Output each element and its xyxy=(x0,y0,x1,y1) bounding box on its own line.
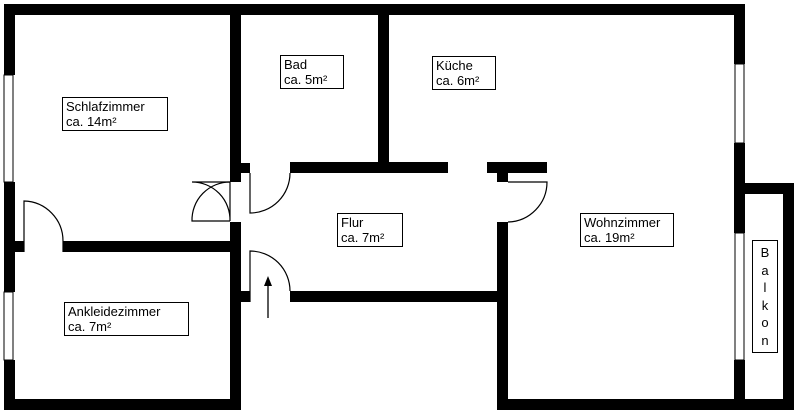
room-name: Küche xyxy=(436,58,473,73)
room-area: ca. 7m² xyxy=(68,319,112,334)
wall-left-lower xyxy=(4,360,15,410)
door-wohnzimmer xyxy=(507,181,548,223)
wall-balcony-top xyxy=(734,183,794,194)
window-schlafzimmer xyxy=(3,74,14,183)
wall-left-upper xyxy=(4,4,15,75)
room-name: Wohnzimmer xyxy=(584,215,661,230)
balcony-letter: B xyxy=(760,245,770,260)
room-name: Ankleidezimmer xyxy=(68,304,161,319)
balcony-letter: l xyxy=(763,280,767,295)
wall-left-mid xyxy=(4,182,15,292)
room-label-bad: Bad ca. 5m² xyxy=(280,55,344,89)
wall-schlafzimmer-ankleide xyxy=(4,241,24,252)
room-label-ankleidezimmer: Ankleidezimmer ca. 7m² xyxy=(64,302,189,336)
wall-flur-left xyxy=(230,222,241,410)
wall-bad-bottom xyxy=(290,162,448,173)
wall-wohnzimmer-left xyxy=(497,222,508,410)
wall-balcony-right xyxy=(783,183,794,410)
window-ankleide xyxy=(3,291,14,361)
wall-stub-bad xyxy=(230,163,250,173)
room-area: ca. 5m² xyxy=(284,72,328,87)
room-name: Schlafzimmer xyxy=(66,99,145,114)
room-area: ca. 14m² xyxy=(66,114,117,129)
room-name: Bad xyxy=(284,57,308,72)
windows xyxy=(3,63,745,361)
room-label-balkon: B a l k o n xyxy=(752,240,778,353)
wall-flur-bottom xyxy=(290,291,508,302)
balcony-letter: o xyxy=(761,315,769,330)
room-area: ca. 6m² xyxy=(436,73,480,88)
wall-right-upper xyxy=(734,4,745,64)
wall-bottom-left xyxy=(4,399,241,410)
room-area: ca. 7m² xyxy=(341,230,385,245)
wall-bad-kueche xyxy=(378,4,389,172)
door-ankleide xyxy=(23,200,64,252)
door-bad xyxy=(249,172,291,214)
window-kueche xyxy=(734,63,745,144)
door-schlafzimmer xyxy=(191,181,231,222)
room-area: ca. 19m² xyxy=(584,230,635,245)
balcony-letter: n xyxy=(761,332,769,348)
room-label-wohnzimmer: Wohnzimmer ca. 19m² xyxy=(580,213,674,247)
door-schlafzimmer-swing xyxy=(191,181,231,222)
entrance-arrow-icon xyxy=(264,276,272,318)
room-label-flur: Flur ca. 7m² xyxy=(337,213,403,247)
room-label-schlafzimmer: Schlafzimmer ca. 14m² xyxy=(62,97,168,131)
wall-kueche-bottom xyxy=(487,162,547,173)
wall-schlafzimmer-bad xyxy=(230,4,241,182)
door-entrance xyxy=(249,250,291,302)
wall-top xyxy=(4,4,365,15)
balcony-letter: a xyxy=(761,262,769,278)
wall-bottom-right xyxy=(497,399,794,410)
room-name: Flur xyxy=(341,215,364,230)
wall-right-lower xyxy=(734,360,745,410)
wall-schlafzimmer-ankleide-2 xyxy=(63,241,241,252)
balcony-letter: k xyxy=(761,297,769,313)
wall-stub-entry xyxy=(230,291,250,302)
wall-stub-wohn xyxy=(497,162,508,182)
window-wohnzimmer xyxy=(734,232,745,361)
doors xyxy=(23,172,548,302)
wall-top-right xyxy=(365,4,745,15)
room-label-kueche: Küche ca. 6m² xyxy=(432,56,496,90)
walls xyxy=(4,4,794,410)
